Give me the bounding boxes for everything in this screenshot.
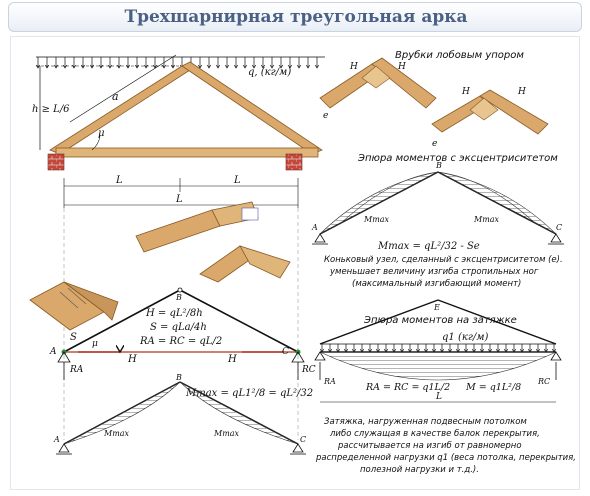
bottom-mmax-right: Mmax xyxy=(213,429,240,438)
arch-thrust-h-right: H xyxy=(227,354,237,365)
bottom-moment-formula: Mmax = qL1²/8 = qL²/32 xyxy=(185,388,313,399)
arch-eq-reactions: RA = RC = qL/2 xyxy=(139,336,222,347)
left-wall xyxy=(47,153,65,171)
svg-text:A: A xyxy=(311,223,318,232)
load-arrow-head xyxy=(305,64,311,69)
load-arrow-head xyxy=(224,64,230,69)
tie-span-label: L xyxy=(435,392,442,402)
tie-reaction-ra: RA xyxy=(323,377,336,386)
wooden-joint-pictures xyxy=(29,201,291,331)
svg-text:C: C xyxy=(556,223,562,232)
half-span-left-label: L xyxy=(115,175,123,186)
title-bar: Трехшарнирная треугольная арка xyxy=(8,2,582,32)
moment-eccentric-diagram: Эпюра моментов с эксцентриситетом B A C … xyxy=(311,153,564,289)
load-arrow-head xyxy=(314,64,320,69)
notch-joints: Врубки лобовым упором H H e H H e xyxy=(319,49,549,149)
notch2-h-left: H xyxy=(461,87,470,97)
load-arrow-head xyxy=(215,64,221,69)
notch-title: Врубки лобовым упором xyxy=(395,49,524,61)
span-label: L xyxy=(175,194,183,205)
arch-eq-h: H = qL²/8h xyxy=(145,308,203,319)
tie-note-3: рассчитывается на изгиб от равномерно xyxy=(337,441,522,451)
arch-scheme: B A C S μ H H RA RC H = qL²/8h S = qLa/4… xyxy=(49,287,316,380)
tie-note-2: либо служащая в качестве балок перекрыти… xyxy=(329,429,540,439)
tie-title: Эпюра моментов на затяжке xyxy=(363,315,517,326)
arch-node-c: C xyxy=(282,347,289,357)
svg-text:B: B xyxy=(435,161,442,170)
tie-reaction-rc: RC xyxy=(537,377,550,386)
arch-thrust-h-left: H xyxy=(127,354,137,365)
bottom-mmax-left: Mmax xyxy=(103,429,130,438)
load-arrow-head xyxy=(206,64,212,69)
tie-beam xyxy=(55,147,319,158)
load-arrow-head xyxy=(233,64,239,69)
moment-ecc-mmax-left: Mmax xyxy=(363,215,390,224)
load-arrow-head xyxy=(260,64,266,69)
load-arrow-head xyxy=(278,64,284,69)
tie-moment-diagram: Эпюра моментов на затяжке E q1 (кг/м) RA… xyxy=(314,299,576,475)
roof-height-label: h ≥ L/6 xyxy=(32,104,70,115)
load-arrow-head xyxy=(251,64,257,69)
tie-note-1: Затяжка, нагруженная подвесным потолком xyxy=(324,417,527,427)
moment-ecc-title: Эпюра моментов с эксцентриситетом xyxy=(357,153,558,164)
load-arrow-head xyxy=(287,64,293,69)
arch-node-a: A xyxy=(49,347,57,357)
load-arrow-head xyxy=(269,64,275,69)
tie-note-5: полезной нагрузки и т.д.). xyxy=(360,465,479,475)
arch-node-b: B xyxy=(175,293,182,302)
notch1-h-left: H xyxy=(349,62,358,72)
content-frame xyxy=(10,36,580,490)
rafter-label: a xyxy=(112,90,119,103)
svg-text:C: C xyxy=(300,435,306,444)
notch2-h-right: H xyxy=(517,87,526,97)
left-rafter xyxy=(49,65,191,155)
moment-ecc-note-2: уменьшает величину изгиба стропильных но… xyxy=(329,267,539,277)
arch-eq-s: S = qLa/4h xyxy=(150,322,207,333)
tie-node-e: E xyxy=(433,303,440,312)
arch-force-s: S xyxy=(70,332,77,343)
bottom-moment-diagram: Mmax = qL1²/8 = qL²/32 B A C Mmax Mmax xyxy=(53,373,313,455)
right-wall xyxy=(285,153,303,171)
moment-ecc-formula: Mmax = qL²/32 - Se xyxy=(377,241,480,252)
load-arrow-head xyxy=(296,64,302,69)
tie-moment-formula: M = q1L²/8 xyxy=(465,382,521,393)
load-arrow-head xyxy=(197,64,203,69)
svg-text:B: B xyxy=(175,373,182,382)
page-title: Трехшарнирная треугольная арка xyxy=(124,7,468,27)
notch1-h-right: H xyxy=(397,62,406,72)
roof-angle-label: μ xyxy=(98,128,105,139)
arch-angle-mu: μ xyxy=(92,339,98,349)
load-arrow-head xyxy=(242,64,248,69)
tie-load-arrows xyxy=(319,344,557,353)
tie-note-4: распределенной нагрузки q1 (веса потолка… xyxy=(315,453,576,463)
notch2-e: e xyxy=(432,139,437,149)
notch1-e: e xyxy=(323,111,328,121)
arch-reaction-rc: RC xyxy=(301,365,316,375)
tie-reaction-formula: RA = RC = q1L/2 xyxy=(365,382,450,393)
roof-drawing: q, (кг/м) h ≥ L/6 a μ L L xyxy=(32,54,325,440)
roof-load-label: q, (кг/м) xyxy=(248,67,291,78)
moment-ecc-note-1: Коньковый узел, сделанный с эксцентрисит… xyxy=(324,255,563,265)
svg-text:A: A xyxy=(53,435,60,444)
moment-ecc-mmax-right: Mmax xyxy=(473,215,500,224)
half-span-right-label: L xyxy=(233,175,241,186)
tie-load-label: q1 (кг/м) xyxy=(442,332,489,343)
arch-reaction-ra: RA xyxy=(69,365,84,375)
right-rafter xyxy=(181,61,323,155)
moment-ecc-note-3: (максимальный изгибающий момент) xyxy=(352,279,521,289)
